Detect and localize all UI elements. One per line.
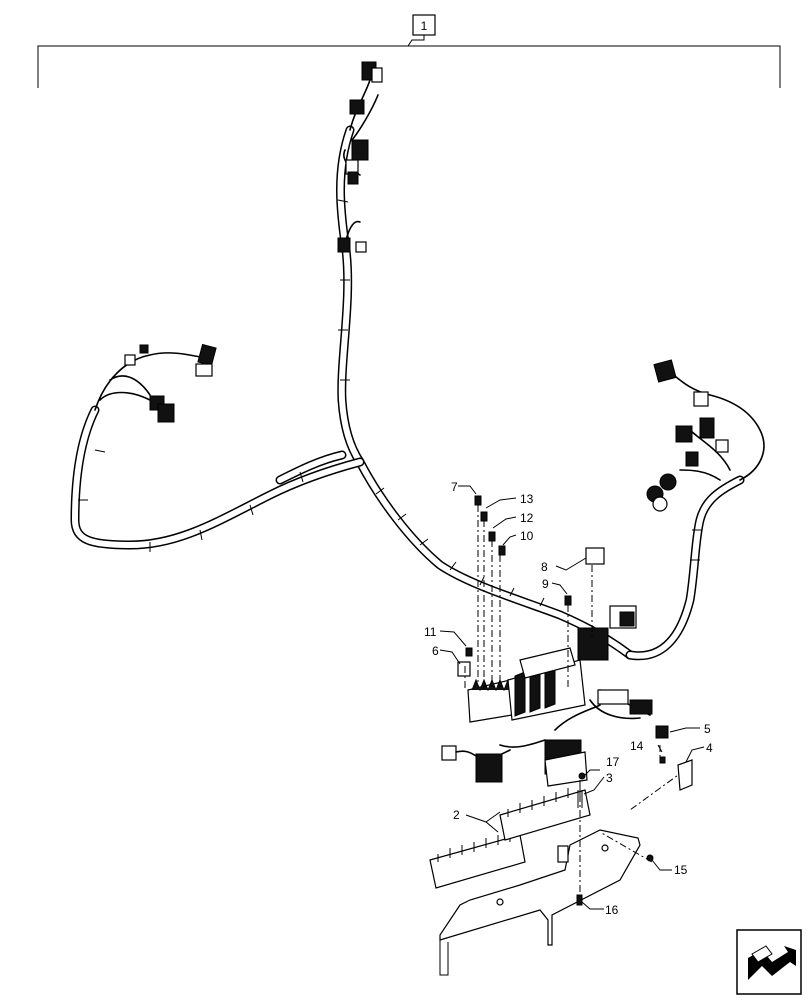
next-page-arrow-icon[interactable] — [736, 929, 802, 995]
assembly-bracket: 1 — [37, 14, 781, 88]
callout-11: 11 — [424, 625, 437, 639]
top-connectors — [337, 61, 383, 253]
callout-12: 12 — [520, 511, 534, 525]
fuse-block-bases — [429, 785, 591, 889]
callout-7: 7 — [451, 480, 458, 494]
right-connectors — [646, 359, 765, 512]
callout-4: 4 — [706, 741, 713, 755]
callout-16: 16 — [605, 903, 619, 917]
callout-labels: 7 13 12 10 8 9 11 6 5 4 14 17 3 2 15 16 — [424, 480, 713, 917]
left-connectors — [94, 343, 217, 423]
callout-10: 10 — [520, 529, 534, 543]
callout-14: 14 — [630, 739, 644, 753]
callout-17: 17 — [606, 755, 620, 769]
callout-5: 5 — [704, 722, 711, 736]
callout-9: 9 — [542, 577, 549, 591]
assembly-label: 1 — [421, 19, 428, 33]
fuse-relay-assembly — [441, 547, 653, 787]
callout-3: 3 — [606, 771, 613, 785]
callout-6: 6 — [432, 644, 439, 658]
callout-8: 8 — [541, 560, 548, 574]
callout-2: 2 — [453, 808, 460, 822]
callout-15: 15 — [674, 863, 688, 877]
small-hardware — [465, 495, 693, 906]
callout-13: 13 — [520, 492, 534, 506]
callout-leaders — [439, 485, 705, 910]
main-harness — [70, 125, 745, 661]
leader-lines — [464, 505, 686, 895]
mounting-plate — [439, 829, 641, 976]
